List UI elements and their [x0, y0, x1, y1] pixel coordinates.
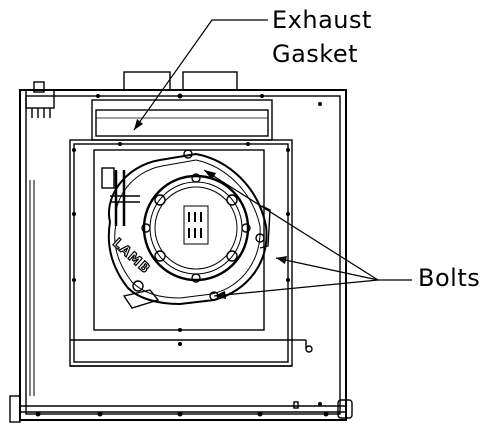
- inducer-motor: [142, 174, 250, 282]
- bolts-leader-3: [213, 279, 379, 297]
- bolts-arrowhead-1: [204, 170, 216, 180]
- side-connector: [25, 81, 55, 118]
- bolts-arrowhead-3: [214, 291, 226, 299]
- top-plate: [91, 99, 273, 141]
- exhaust-label: Exhaust: [272, 6, 372, 34]
- top-collars: [123, 71, 238, 91]
- panel-screws: [35, 93, 329, 417]
- bolts-arrowhead-2: [276, 256, 287, 264]
- cabinet-outline: [9, 89, 353, 423]
- gasket-leader: [133, 19, 268, 131]
- motor-bolts: [141, 173, 251, 283]
- bolts-label: Bolts: [418, 264, 481, 292]
- gasket-label: Gasket: [272, 40, 359, 68]
- access-panel: [69, 139, 313, 367]
- leader-arrowheads: [134, 119, 287, 299]
- leader-lines: [133, 19, 412, 297]
- gasket-arrowhead: [134, 119, 143, 130]
- blower-housing: [107, 152, 271, 309]
- bolts-leader-1: [203, 169, 379, 281]
- bolts-leader-2: [275, 257, 379, 281]
